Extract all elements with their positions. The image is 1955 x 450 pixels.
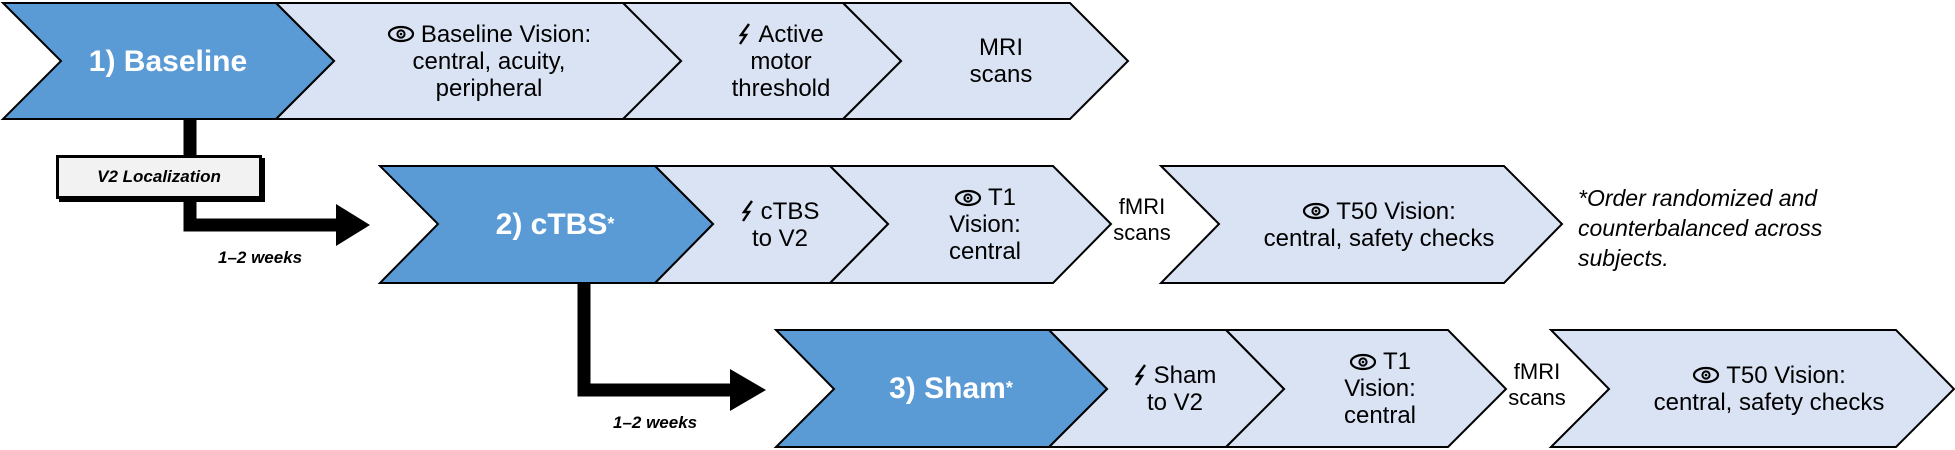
eye-icon xyxy=(1349,353,1377,371)
mri-scans-label: MRI scans xyxy=(969,34,1033,88)
fmri-scans-ctbs-label: fMRI scans xyxy=(1113,194,1171,245)
chevron-baseline xyxy=(0,2,336,120)
t50-vision-sham-label: T50 Vision: central, safety checks xyxy=(1653,361,1885,416)
bolt-icon xyxy=(741,200,755,222)
ctbs-to-v2-label: cTBS to V2 xyxy=(705,166,855,283)
chevron-ctbs xyxy=(377,165,715,284)
t50-vision-ctbs-label: T50 Vision: central, safety checks xyxy=(1263,197,1495,252)
chevron-sham xyxy=(773,329,1109,448)
arrowhead-sham xyxy=(730,369,766,411)
interval-label-2: 1–2 weeks xyxy=(613,413,698,432)
bolt-icon xyxy=(738,23,752,45)
eye-icon xyxy=(954,189,982,207)
t1-vision-ctbs-label: T1 Vision: central xyxy=(948,184,1022,265)
arrowhead-ctbs xyxy=(336,204,370,246)
connector-ctbs-to-sham xyxy=(577,284,735,397)
eye-icon xyxy=(387,25,415,43)
baseline-vision-label: Baseline Vision: central, acuity, periph… xyxy=(334,3,644,119)
v2-localization-label: V2 Localization xyxy=(97,167,221,186)
sham-label: 3) Sham* xyxy=(889,372,1013,405)
t1-vision-sham-label: T1 Vision: central xyxy=(1343,348,1417,429)
motor-threshold-label: Active motor threshold xyxy=(731,20,831,102)
eye-icon xyxy=(1302,202,1330,220)
bolt-icon xyxy=(1134,364,1148,386)
interval-label-1: 1–2 weeks xyxy=(218,248,303,267)
eye-icon xyxy=(1692,366,1720,384)
baseline-label: 1) Baseline xyxy=(88,44,248,78)
fmri-scans-sham-label: fMRI scans xyxy=(1508,359,1566,410)
order-footnote: *Order randomized and counterbalanced ac… xyxy=(1578,185,1823,271)
chevron-t50-vision-ctbs xyxy=(1158,165,1564,284)
v2-localization-box: V2 Localization xyxy=(56,155,262,199)
sham-to-v2-label: Sham to V2 xyxy=(1100,330,1250,447)
ctbs-label: 2) cTBS* xyxy=(495,208,615,241)
chevron-t50-vision-sham xyxy=(1548,329,1955,448)
